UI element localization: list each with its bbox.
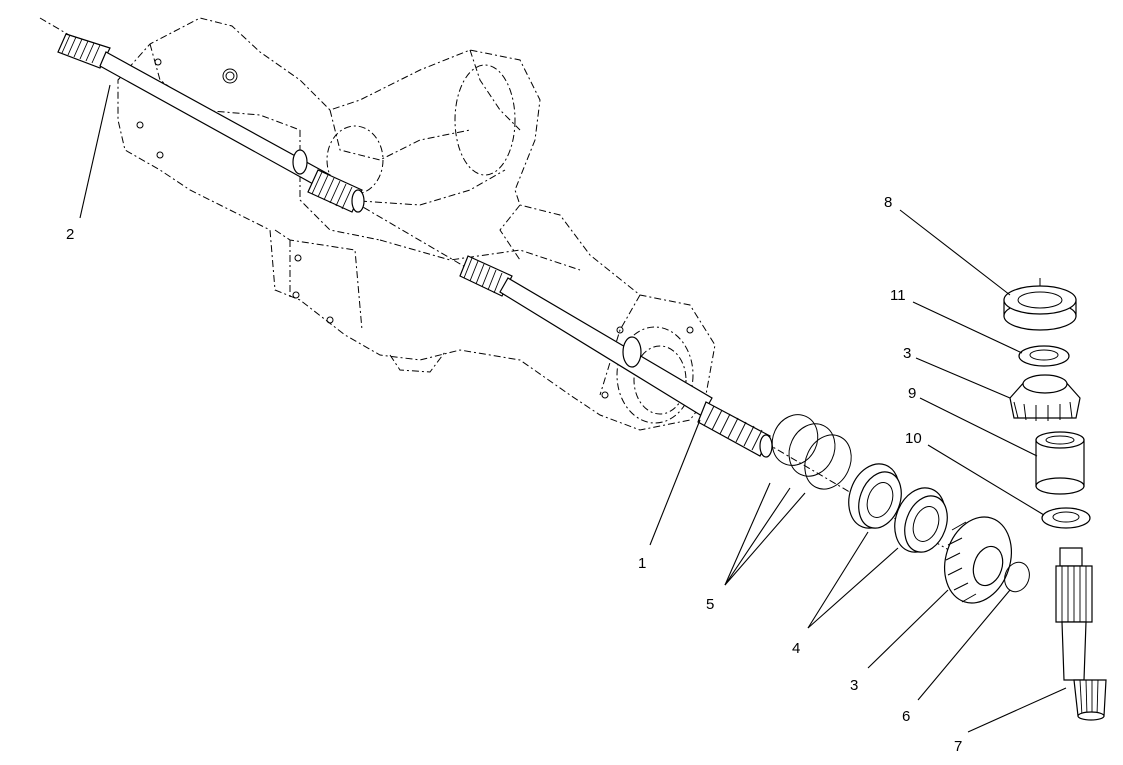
bevel-gear-lower (944, 516, 1012, 604)
axle-shaft-right (459, 255, 773, 458)
callout-6: 6 (902, 708, 910, 725)
callout-3-upper: 3 (903, 345, 911, 362)
pinion-shaft (1055, 547, 1107, 721)
spacer-sleeve (1035, 431, 1085, 495)
leader-lines (79, 84, 1067, 733)
callout-11: 11 (890, 287, 906, 304)
callout-2: 2 (66, 226, 74, 243)
callout-7: 7 (954, 738, 962, 755)
bevel-gear-upper (1009, 374, 1081, 421)
bearing-top (1003, 278, 1077, 331)
callout-1: 1 (638, 555, 646, 572)
washer-top (1018, 345, 1070, 367)
snap-ring-small (1004, 561, 1030, 593)
axle-shaft-left (57, 33, 365, 213)
washer-lower (1041, 507, 1091, 529)
callout-8: 8 (884, 194, 892, 211)
snap-rings (771, 414, 852, 490)
callout-4: 4 (792, 640, 800, 657)
ball-bearings (848, 463, 948, 553)
callout-10: 10 (905, 430, 922, 447)
callout-9: 9 (908, 385, 916, 402)
callout-5: 5 (706, 596, 714, 613)
callout-3-lower: 3 (850, 677, 858, 694)
callout-labels: 2 1 5 4 3 6 7 8 11 3 9 10 (66, 194, 962, 755)
